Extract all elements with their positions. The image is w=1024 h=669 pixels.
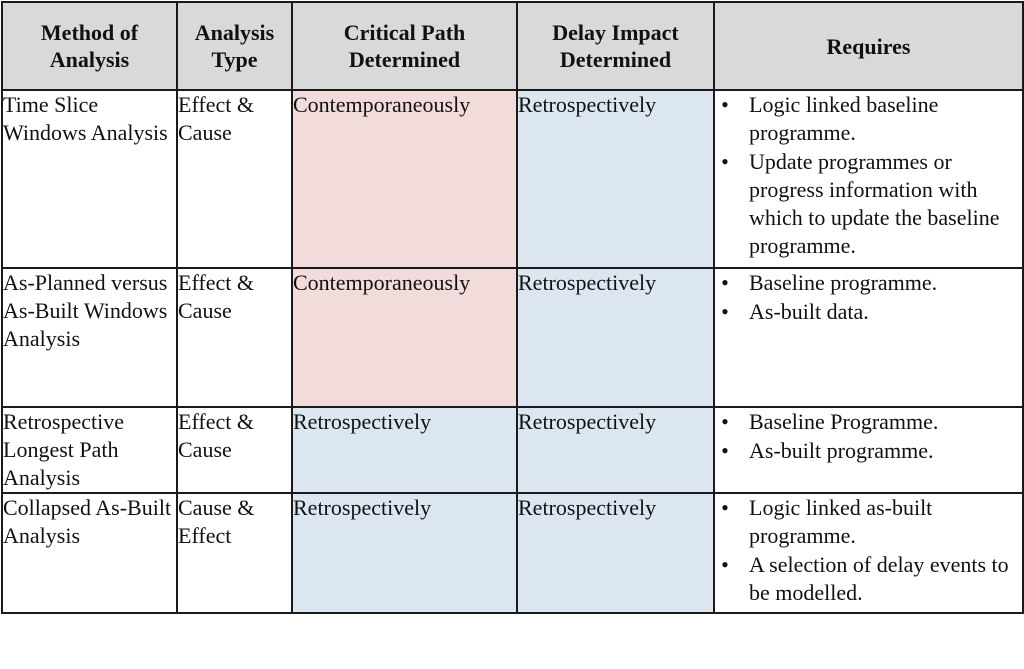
requires-list: • Baseline Programme. • As-built programme… <box>715 408 1022 465</box>
bullet-icon: • <box>721 552 729 577</box>
requires-text: Update programmes or progress informatio… <box>749 149 1000 258</box>
requires-cell: • Logic linked baseline programme. • Updat… <box>713 89 1024 269</box>
requires-text: As-built programme. <box>749 438 934 463</box>
requires-item: • Logic linked as-built programme. <box>715 494 1022 550</box>
bullet-icon: • <box>721 438 729 463</box>
requires-text: Baseline programme. <box>749 270 938 295</box>
header-analysis-type: Analysis Type <box>176 1 293 91</box>
table-row: As-Planned versus As-Built Windows Analy… <box>1 267 1024 408</box>
method-cell: As-Planned versus As-Built Windows Analy… <box>1 267 178 408</box>
requires-text: As-built data. <box>749 299 869 324</box>
bullet-icon: • <box>721 409 729 434</box>
header-method: Method of Analysis <box>1 1 178 91</box>
requires-list: • Logic linked as-built programme. • A sel… <box>715 494 1022 607</box>
requires-list: • Baseline programme. • As-built data. <box>715 269 1022 326</box>
analysis-type-cell: Cause & Effect <box>176 492 293 614</box>
delay-impact-cell: Retrospectively <box>516 406 715 494</box>
method-cell: Retrospective Longest Path Analysis <box>1 406 178 494</box>
bullet-icon: • <box>721 92 729 117</box>
requires-item: • As-built programme. <box>715 437 1022 465</box>
critical-path-cell: Contemporaneously <box>291 89 518 269</box>
bullet-icon: • <box>721 149 729 174</box>
header-critical-path: Critical Path Determined <box>291 1 518 91</box>
bullet-icon: • <box>721 299 729 324</box>
table-row: Time Slice Windows Analysis Effect & Cau… <box>1 89 1024 269</box>
delay-impact-cell: Retrospectively <box>516 89 715 269</box>
delay-impact-cell: Retrospectively <box>516 492 715 614</box>
requires-item: • Update programmes or progress informati… <box>715 148 1022 260</box>
requires-item: • A selection of delay events to be model… <box>715 551 1022 607</box>
requires-cell: • Baseline Programme. • As-built programme… <box>713 406 1024 494</box>
table-row: Collapsed As-Built Analysis Cause & Effe… <box>1 492 1024 614</box>
header-row: Method of Analysis Analysis Type Critica… <box>1 1 1024 91</box>
requires-item: • Baseline programme. <box>715 269 1022 297</box>
requires-item: • Logic linked baseline programme. <box>715 91 1022 147</box>
requires-text: Baseline Programme. <box>749 409 939 434</box>
delay-analysis-table: Method of Analysis Analysis Type Critica… <box>1 1 1024 614</box>
analysis-type-cell: Effect & Cause <box>176 406 293 494</box>
requires-item: • Baseline Programme. <box>715 408 1022 436</box>
table-row: Retrospective Longest Path Analysis Effe… <box>1 406 1024 494</box>
bullet-icon: • <box>721 270 729 295</box>
bullet-icon: • <box>721 495 729 520</box>
critical-path-cell: Retrospectively <box>291 492 518 614</box>
critical-path-cell: Contemporaneously <box>291 267 518 408</box>
requires-text: Logic linked baseline programme. <box>749 92 939 145</box>
analysis-type-cell: Effect & Cause <box>176 89 293 269</box>
critical-path-cell: Retrospectively <box>291 406 518 494</box>
header-delay-impact: Delay Impact Determined <box>516 1 715 91</box>
method-cell: Time Slice Windows Analysis <box>1 89 178 269</box>
delay-impact-cell: Retrospectively <box>516 267 715 408</box>
requires-list: • Logic linked baseline programme. • Updat… <box>715 91 1022 260</box>
requires-text: A selection of delay events to be modell… <box>749 552 1009 605</box>
header-requires: Requires <box>713 1 1024 91</box>
requires-cell: • Baseline programme. • As-built data. <box>713 267 1024 408</box>
method-cell: Collapsed As-Built Analysis <box>1 492 178 614</box>
requires-text: Logic linked as-built programme. <box>749 495 933 548</box>
analysis-type-cell: Effect & Cause <box>176 267 293 408</box>
requires-cell: • Logic linked as-built programme. • A sel… <box>713 492 1024 614</box>
requires-item: • As-built data. <box>715 298 1022 326</box>
